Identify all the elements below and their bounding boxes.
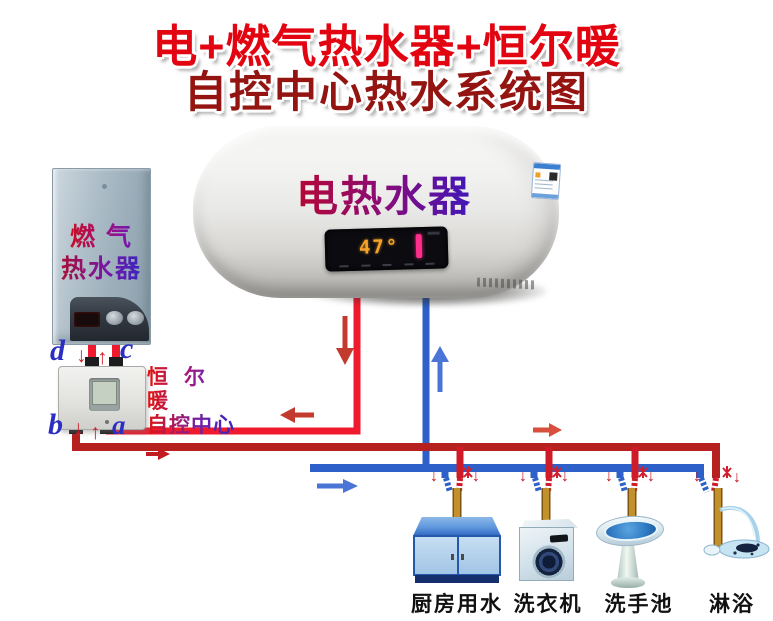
port-a-up-arrow: ↑ bbox=[90, 421, 101, 444]
fixture4-right-down-arrow: ↓ bbox=[733, 469, 741, 486]
fixture4-left-down-arrow: ↓ bbox=[693, 468, 701, 485]
cold-water-pipes bbox=[310, 296, 710, 494]
screw-dot bbox=[101, 184, 107, 189]
fixture1-right-down-arrow: ↓ bbox=[472, 468, 480, 485]
electric-water-heater: 电热水器 47° bbox=[193, 126, 562, 298]
port-label-a: a bbox=[112, 410, 126, 440]
port-d-down-arrow: ↓ bbox=[76, 344, 87, 367]
control-center-lcd bbox=[89, 378, 120, 411]
hot-flow-left-arrow bbox=[280, 407, 314, 423]
hot-main-right-arrow bbox=[533, 423, 562, 437]
electric-heater-display: 47° bbox=[324, 226, 449, 272]
display-indicator-bar bbox=[415, 234, 423, 259]
diagram-title-line2: 自控中心热水系统图 bbox=[184, 69, 589, 117]
valve-marks bbox=[463, 466, 732, 478]
control-center-button bbox=[105, 420, 109, 424]
diagram-title-line1: 电+燃气热水器+恒尔暖 bbox=[152, 21, 621, 72]
fixture3-left-down-arrow: ↓ bbox=[605, 468, 613, 485]
port-label-d: d bbox=[50, 334, 65, 367]
washing-machine-graphic bbox=[514, 519, 578, 581]
display-temperature: 47° bbox=[358, 235, 400, 259]
gas-heater-knob-left bbox=[106, 311, 123, 325]
gas-heater-control-panel bbox=[70, 297, 149, 341]
gas-heater-label: 燃 气 热水器 bbox=[53, 221, 150, 285]
washer-door bbox=[532, 545, 566, 579]
port-c-up-arrow: ↑ bbox=[97, 346, 108, 369]
hot-flow-down-arrow bbox=[336, 316, 354, 365]
kitchen-sink-graphic bbox=[413, 517, 501, 583]
port-label-b: b bbox=[48, 408, 63, 441]
shower-spray-graphic bbox=[703, 506, 770, 559]
port-label-c: c bbox=[120, 332, 134, 365]
fixture-label-washer: 洗衣机 bbox=[513, 593, 583, 616]
wash-basin-graphic bbox=[595, 513, 665, 590]
gas-heater-knob-right bbox=[127, 311, 144, 325]
cold-flex-hoses bbox=[443, 476, 710, 494]
gas-water-heater: 燃 气 热水器 bbox=[52, 168, 151, 345]
fixture3-right-down-arrow: ↓ bbox=[647, 468, 655, 485]
display-button-row bbox=[339, 262, 435, 268]
fixture2-left-down-arrow: ↓ bbox=[519, 468, 527, 485]
fixture2-right-down-arrow: ↓ bbox=[561, 468, 569, 485]
port-b-down-arrow: ↓ bbox=[73, 417, 84, 440]
fixture-label-kitchen: 厨房用水 bbox=[411, 593, 503, 616]
electric-heater-label: 电热水器 bbox=[193, 163, 559, 224]
display-corner-mark bbox=[427, 231, 440, 235]
hot-main-right-arrow-small bbox=[146, 448, 170, 460]
cold-main-right-arrow bbox=[317, 479, 358, 493]
gas-heater-display-window bbox=[74, 312, 100, 327]
pipe-connectors bbox=[69, 336, 123, 434]
control-center-label: 恒 尔 暖 自控中心 bbox=[147, 366, 243, 438]
control-center-unit bbox=[58, 366, 146, 430]
hot-water-main-pipes bbox=[72, 430, 720, 493]
fixture1-left-down-arrow: ↓ bbox=[430, 468, 438, 485]
fixture-label-basin: 洗手池 bbox=[604, 593, 674, 616]
fixture-label-shower: 淋浴 bbox=[709, 593, 755, 616]
energy-label-sticker bbox=[530, 162, 562, 200]
hot-flex-hoses bbox=[456, 477, 719, 493]
cold-flow-up-arrow bbox=[431, 346, 449, 392]
